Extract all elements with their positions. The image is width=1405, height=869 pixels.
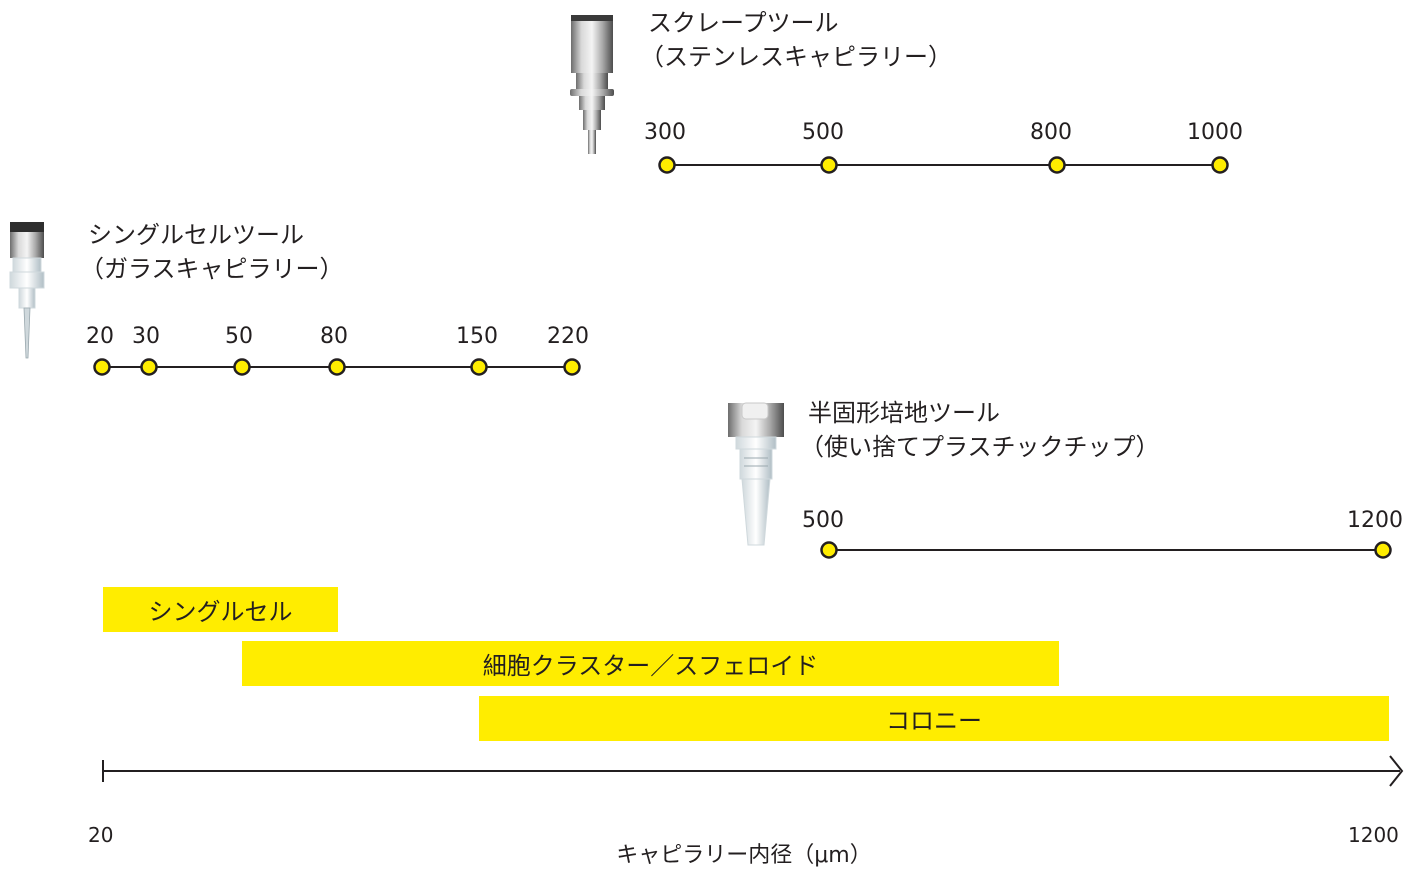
axis-max-label: 1200	[1348, 823, 1399, 847]
single-cell-range-marker	[328, 358, 346, 376]
single-cell-range-marker	[233, 358, 251, 376]
axis-arrowhead	[1389, 755, 1404, 787]
single-cell-tick-label: 30	[132, 324, 160, 349]
scrape-range-marker	[820, 156, 838, 174]
single-cell-tick-label: 20	[86, 324, 114, 349]
semi-solid-tick-label: 1200	[1347, 508, 1403, 533]
scrape-tick-label: 800	[1030, 120, 1072, 145]
single-cell-band: シングルセル	[103, 587, 338, 632]
semi-solid-tool-title: 半固形培地ツール	[808, 399, 1000, 427]
single-cell-tool-subtitle: （ガラスキャピラリー）	[80, 255, 344, 283]
scrape-range-marker	[1048, 156, 1066, 174]
single-cell-band-label: シングルセル	[148, 598, 293, 626]
scrape-tool-title: スクレープツール	[648, 9, 839, 37]
cell-cluster-band-label: 細胞クラスター／スフェロイド	[482, 652, 819, 680]
semi-solid-tick-label: 500	[802, 508, 844, 533]
semi-solid-range-marker	[1374, 541, 1392, 559]
axis-title: キャピラリー内径（μm）	[616, 843, 872, 868]
single-cell-range-marker	[140, 358, 158, 376]
single-cell-range-marker	[470, 358, 488, 376]
cell-cluster-band: 細胞クラスター／スフェロイド	[242, 641, 1059, 686]
colony-band-label: コロニー	[886, 707, 982, 735]
scrape-range-marker	[658, 156, 676, 174]
single-cell-tick-label: 80	[320, 324, 348, 349]
single-cell-tool-title: シングルセルツール	[88, 221, 304, 249]
scrape-range-marker	[1211, 156, 1229, 174]
single-cell-range-marker	[93, 358, 111, 376]
semi-solid-range-marker	[820, 541, 838, 559]
scrape-tick-label: 1000	[1187, 120, 1243, 145]
scrape-tool-subtitle: （ステンレスキャピラリー）	[640, 43, 952, 71]
scrape-tick-label: 300	[644, 120, 686, 145]
single-cell-tick-label: 50	[225, 324, 253, 349]
semi-solid-tool-subtitle: （使い捨てプラスチックチップ）	[800, 433, 1160, 461]
axis-min-label: 20	[88, 823, 114, 847]
single-cell-tick-label: 220	[547, 324, 589, 349]
single-cell-range-marker	[563, 358, 581, 376]
colony-band: コロニー	[479, 696, 1389, 741]
scrape-tick-label: 500	[802, 120, 844, 145]
single-cell-tick-label: 150	[456, 324, 498, 349]
